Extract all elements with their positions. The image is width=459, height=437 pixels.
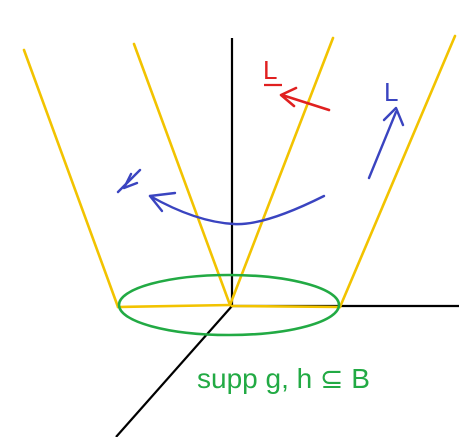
left-cone-outer-edge — [22, 48, 120, 309]
red-arrow-head — [279, 86, 298, 108]
blue-L-label: L — [384, 77, 398, 107]
depth-axis — [115, 305, 233, 437]
left-cone-right-arm — [132, 42, 232, 307]
support-caption: supp g, h ⊆ B — [197, 363, 370, 394]
crossed-symbol-arrowhead — [122, 172, 139, 190]
crossed-symbol-stroke — [116, 168, 142, 194]
red-arrow — [279, 86, 331, 112]
support-disk — [117, 273, 341, 337]
blue-curve — [148, 194, 326, 226]
blue-crossed-symbol — [116, 168, 142, 194]
red-L-group: L — [263, 55, 282, 87]
left-cone-inner-edge — [116, 303, 232, 309]
blue-up-arrow-head — [382, 106, 405, 127]
right-cone-left-arm — [230, 304, 342, 309]
blue-curve-arrow — [148, 191, 326, 226]
red-L-label: L — [263, 55, 277, 85]
right-cone-outer-edge — [338, 34, 457, 309]
center-cone-right-arm — [228, 36, 335, 307]
blue-up-arrow — [367, 106, 405, 180]
blue-curve-arrowhead — [148, 191, 177, 213]
blue-up-arrow-shaft — [367, 110, 398, 180]
light-cones — [22, 34, 457, 309]
red-arrow-shaft — [280, 93, 331, 112]
